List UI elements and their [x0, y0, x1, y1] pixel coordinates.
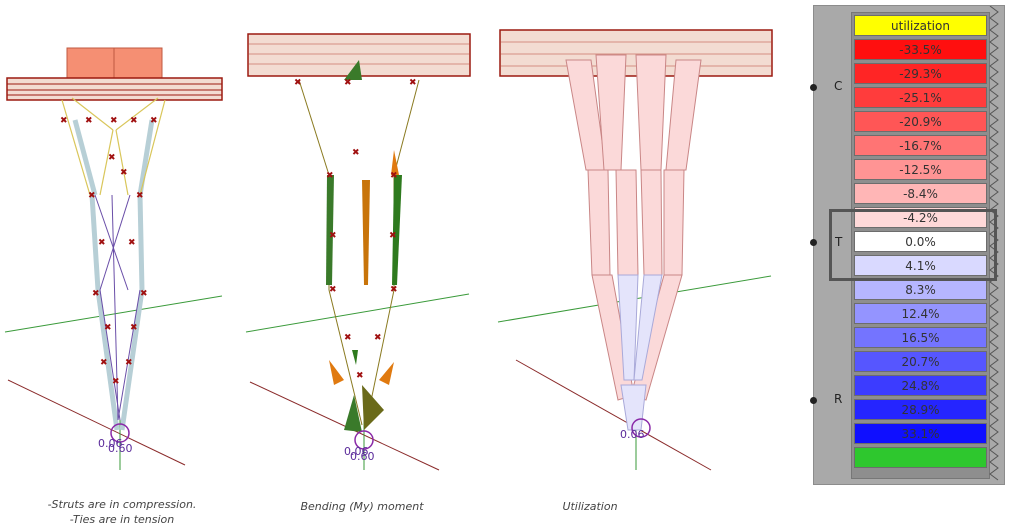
legend-swatch: 33.1%	[854, 423, 987, 444]
support-label-b: 0.60	[350, 450, 375, 463]
ground-axis-y	[7, 379, 186, 466]
svg-text:✖: ✖	[352, 148, 360, 158]
svg-text:✖: ✖	[128, 238, 136, 248]
svg-text:✖: ✖	[100, 358, 108, 368]
tension-range-highlight	[829, 209, 997, 281]
svg-text:✖: ✖	[344, 333, 352, 343]
port-c-grip[interactable]	[810, 84, 817, 91]
caption-utilization: Utilization	[562, 500, 618, 513]
legend-swatch: 4.1%	[854, 255, 987, 276]
legend-swatch-list: utilization -33.5% -29.3% -25.1% -20.9% -16.…	[851, 12, 990, 479]
legend-swatch: 12.4%	[854, 303, 987, 324]
port-t-label: T	[835, 235, 843, 249]
caption-line-1: -Struts are in compression.	[47, 498, 197, 511]
ground-axis-y	[515, 359, 712, 471]
moment-diagrams	[326, 60, 402, 432]
ground-axis-y	[249, 381, 440, 471]
svg-text:✖: ✖	[125, 358, 133, 368]
svg-text:✖: ✖	[112, 377, 120, 387]
caption-struts-ties: -Struts are in compression. -Ties are in…	[22, 497, 222, 527]
ground-axis-x	[245, 293, 470, 333]
port-r-label: R	[834, 392, 843, 406]
legend-swatch: -16.7%	[854, 135, 987, 156]
svg-text:✖: ✖	[294, 78, 302, 88]
svg-text:✖: ✖	[136, 191, 144, 201]
svg-text:✖: ✖	[88, 191, 96, 201]
legend-swatch: 28.9%	[854, 399, 987, 420]
svg-text:✖: ✖	[389, 231, 397, 241]
port-r-grip[interactable]	[810, 397, 817, 404]
legend-swatch: -8.4%	[854, 183, 987, 204]
nodes: ✖ ✖ ✖ ✖ ✖ ✖ ✖ ✖ ✖ ✖ ✖ ✖ ✖ ✖ ✖ ✖ ✖ ✖	[60, 116, 158, 387]
utilization-view: 0.06	[497, 29, 773, 471]
strut-tie-model-view: ✖ ✖ ✖ ✖ ✖ ✖ ✖ ✖ ✖ ✖ ✖ ✖ ✖ ✖ ✖ ✖ ✖ ✖ 0.06 0.60	[4, 47, 223, 470]
ties	[61, 97, 166, 196]
nodes: ✖ ✖ ✖ ✖ ✖ ✖ ✖ ✖ ✖ ✖ ✖ ✖ ✖	[294, 78, 417, 381]
port-t-grip[interactable]	[810, 239, 817, 246]
svg-text:✖: ✖	[356, 371, 364, 381]
legend-header: utilization	[854, 15, 987, 36]
struts	[72, 119, 155, 431]
support-label: 0.06	[620, 428, 645, 441]
bending-moment-view: ✖ ✖ ✖ ✖ ✖ ✖ ✖ ✖ ✖ ✖ ✖ ✖ ✖ 0.06 0.60	[245, 33, 471, 471]
svg-text:✖: ✖	[344, 78, 352, 88]
svg-text:✖: ✖	[130, 323, 138, 333]
legend-swatch: 0.0%	[854, 231, 987, 252]
svg-text:✖: ✖	[390, 171, 398, 181]
svg-text:✖: ✖	[120, 168, 128, 178]
slab-ties	[7, 83, 222, 96]
svg-text:✖: ✖	[329, 231, 337, 241]
legend-swatch: -33.5%	[854, 39, 987, 60]
svg-text:✖: ✖	[110, 116, 118, 126]
svg-text:✖: ✖	[92, 289, 100, 299]
port-c-label: C	[834, 79, 843, 93]
support-label-b: 0.60	[108, 442, 133, 455]
legend-swatch: 24.8%	[854, 375, 987, 396]
svg-text:✖: ✖	[85, 116, 93, 126]
slab	[6, 77, 223, 101]
svg-text:✖: ✖	[329, 285, 337, 295]
legend-swatch: -25.1%	[854, 87, 987, 108]
slab	[499, 29, 773, 77]
svg-text:✖: ✖	[60, 116, 68, 126]
legend-swatch: -29.3%	[854, 63, 987, 84]
legend-swatch: 16.5%	[854, 327, 987, 348]
legend-swatch: 8.3%	[854, 279, 987, 300]
legend-swatch: -20.9%	[854, 111, 987, 132]
svg-text:✖: ✖	[326, 171, 334, 181]
utilization-legend-component[interactable]: C T R utilization -33.5% -29.3% -25.1% -20.…	[810, 5, 1005, 485]
legend-swatch	[854, 447, 987, 468]
svg-text:✖: ✖	[374, 333, 382, 343]
svg-text:✖: ✖	[104, 323, 112, 333]
caption-line-2: -Ties are in tension	[69, 513, 175, 526]
support-label: 0.06	[98, 437, 123, 450]
svg-text:✖: ✖	[130, 116, 138, 126]
support-ring	[110, 423, 130, 443]
legend-swatch: 20.7%	[854, 351, 987, 372]
diagonals	[94, 194, 141, 421]
legend-swatch: -4.2%	[854, 207, 987, 228]
caption-bending-moment: Bending (My) moment	[300, 500, 424, 513]
support-ring	[354, 430, 374, 450]
svg-text:✖: ✖	[409, 78, 417, 88]
svg-text:✖: ✖	[140, 289, 148, 299]
ground-axis-x	[4, 295, 223, 333]
support-label: 0.06	[344, 445, 369, 458]
svg-text:✖: ✖	[108, 153, 116, 163]
svg-text:✖: ✖	[390, 285, 398, 295]
svg-text:✖: ✖	[150, 116, 158, 126]
svg-text:✖: ✖	[98, 238, 106, 248]
legend-swatch: -12.5%	[854, 159, 987, 180]
support-ring	[631, 418, 651, 438]
